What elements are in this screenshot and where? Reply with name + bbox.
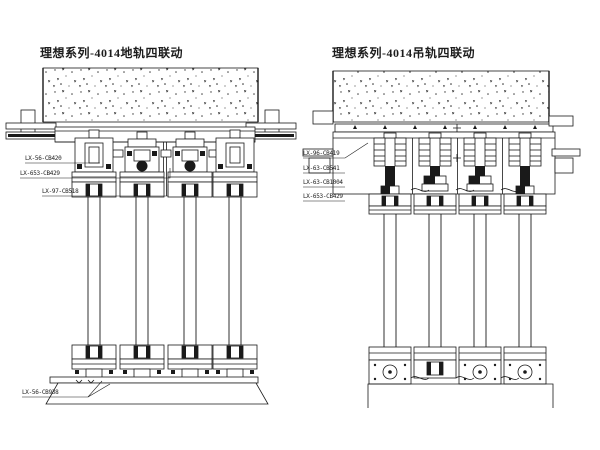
right-diagram-title: 理想系列-4014吊轨四联动: [332, 46, 475, 60]
right-door-head-cups: [368, 193, 547, 215]
part-label-left-4: LX-56-CB938: [22, 389, 59, 396]
right-concrete-slab: [332, 70, 550, 123]
right-floor: [367, 383, 554, 408]
left-door-stiles: [87, 196, 242, 347]
part-label-right-3: LX-63-CB1004: [303, 179, 343, 186]
right-bottom-guides: [368, 346, 547, 385]
right-door-stiles: [383, 213, 532, 349]
left-bottom-tracks: [71, 344, 258, 379]
left-floor: [45, 376, 269, 405]
part-label-right-2: LX-63-CB541: [303, 165, 340, 172]
right-hanger-assemblies: [373, 132, 542, 195]
right-leader-lines: [303, 142, 369, 202]
left-leader-lines: [20, 162, 171, 398]
part-label-right-1: LX-96-CB419: [303, 150, 340, 157]
part-label-left-2: LX-653-CB429: [20, 170, 60, 177]
left-concrete-slab: [42, 67, 259, 123]
left-diagram-title: 理想系列-4014地轨四联动: [40, 46, 183, 60]
part-label-left-1: LX-56-CB420: [25, 155, 62, 162]
part-label-left-3: LX-97-CB518: [42, 188, 79, 195]
part-label-right-4: LX-653-CB429: [303, 193, 343, 200]
